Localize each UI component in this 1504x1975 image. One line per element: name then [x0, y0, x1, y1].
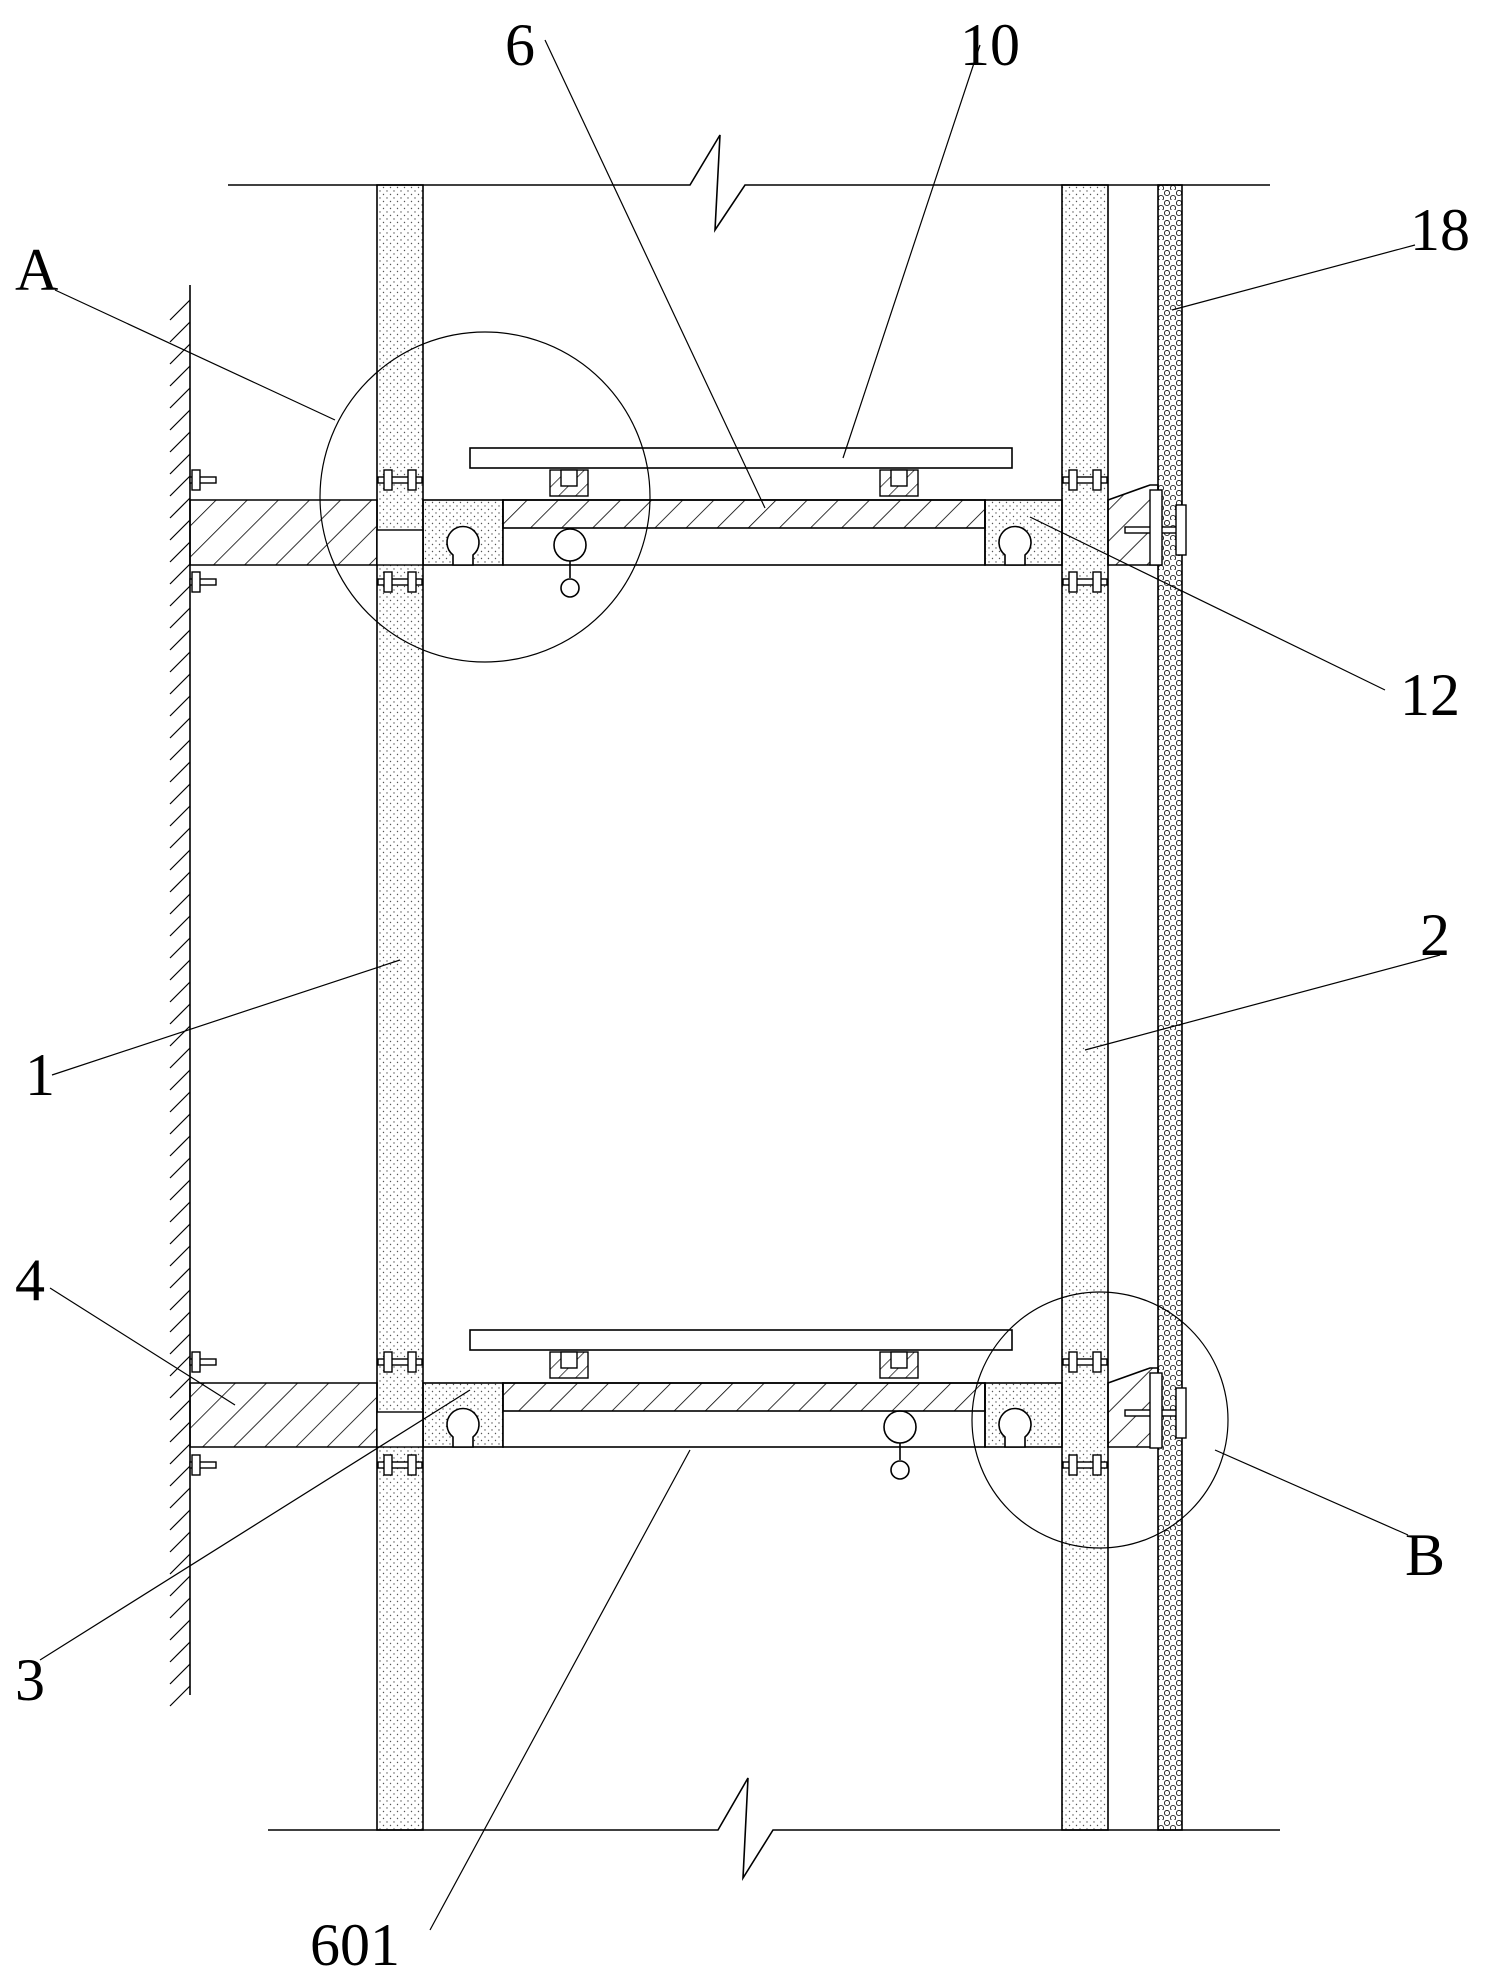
- detail-circle-b: [971, 1291, 1229, 1549]
- label-a: A: [15, 237, 58, 303]
- upper-beam-assembly: [189, 447, 1187, 598]
- facade-panel: [1157, 184, 1183, 1831]
- label-4: 4: [15, 1247, 45, 1313]
- left-wall: [169, 285, 191, 1707]
- detail-circle-a: [319, 331, 651, 663]
- label-3: 3: [15, 1647, 45, 1713]
- label-1: 1: [25, 1042, 55, 1108]
- label-601: 601: [310, 1912, 400, 1975]
- label-b: B: [1405, 1522, 1445, 1588]
- lower-beam-assembly: [189, 1329, 1187, 1480]
- label-2: 2: [1420, 902, 1450, 968]
- label-10: 10: [960, 12, 1020, 78]
- label-12: 12: [1400, 662, 1460, 728]
- leader-lines: [39, 39, 1441, 1931]
- label-18: 18: [1410, 197, 1470, 263]
- label-6: 6: [505, 12, 535, 78]
- bottom-break-line: [268, 1777, 1280, 1882]
- right-column: [1061, 184, 1109, 1831]
- left-column: [376, 184, 424, 1831]
